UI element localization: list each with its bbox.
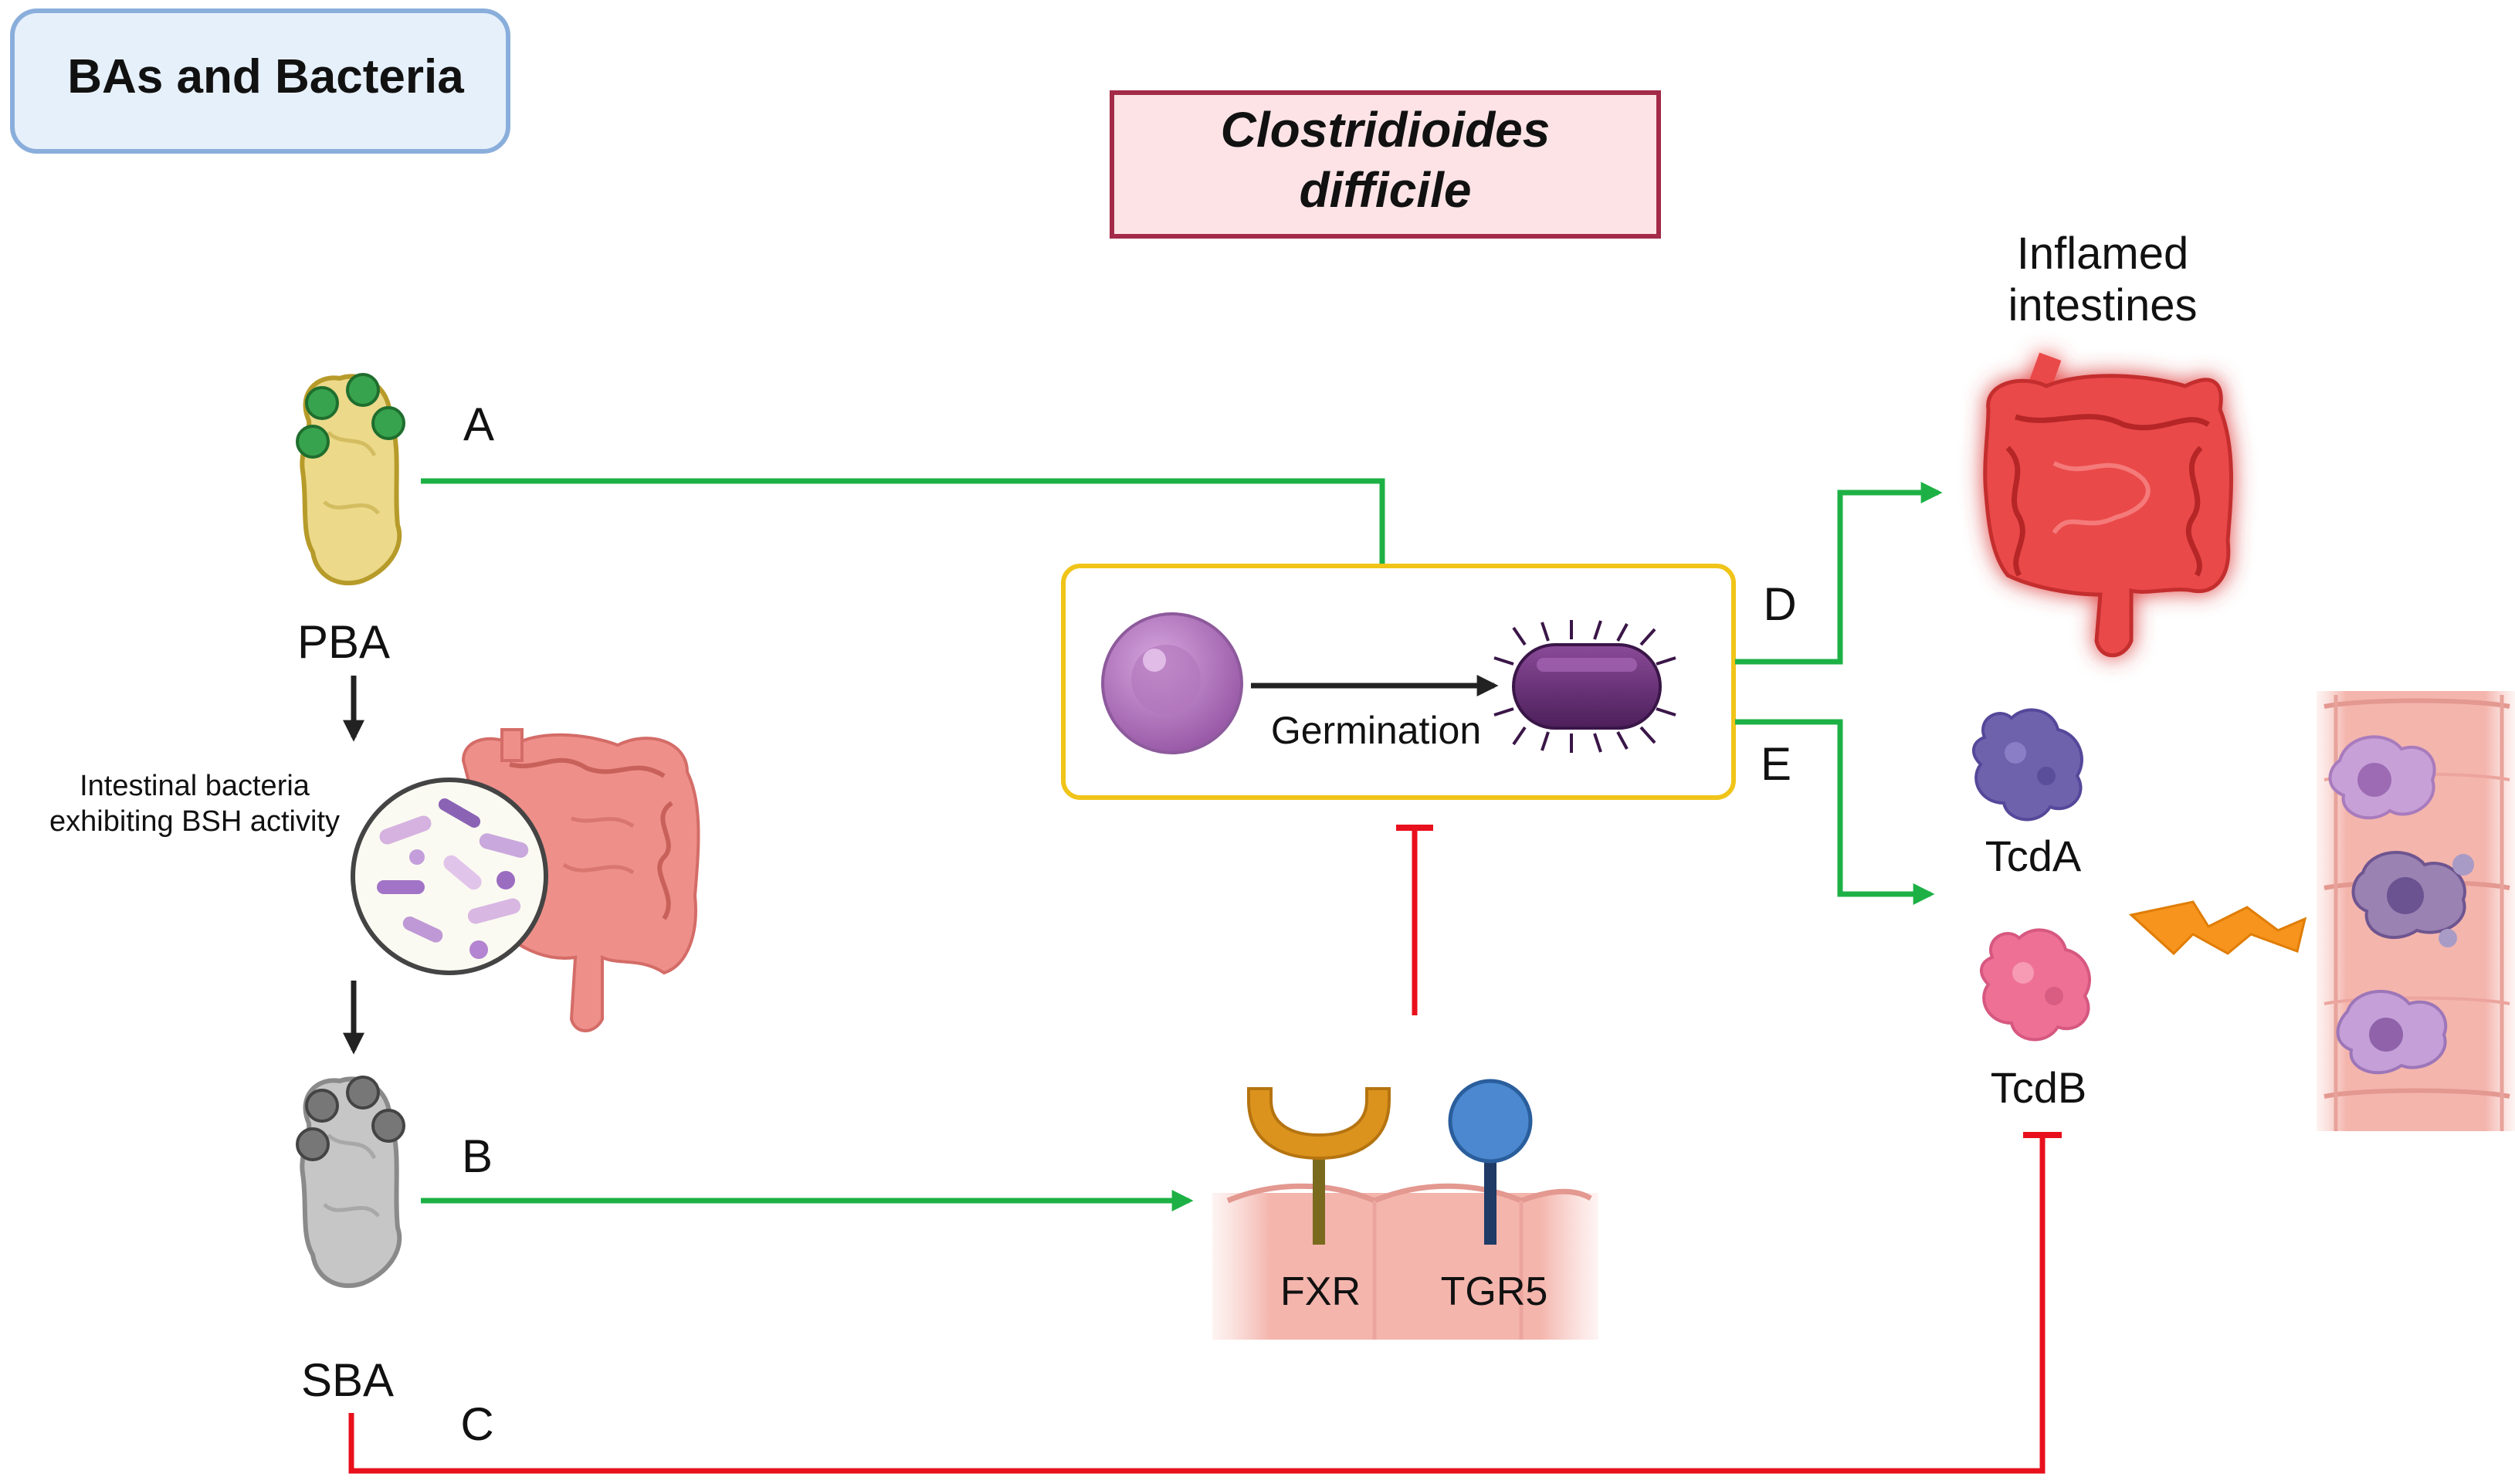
sba-molecule-icon xyxy=(296,1076,405,1289)
vegetative-bacterium-icon xyxy=(1493,620,1676,753)
pathway-c-label: C xyxy=(460,1398,493,1450)
pba-molecule-icon xyxy=(296,373,405,586)
sba-label: SBA xyxy=(301,1354,394,1406)
germination-box: Germination xyxy=(1061,564,1736,800)
pathway-d-label: D xyxy=(1763,578,1796,630)
tgr5-label: TGR5 xyxy=(1441,1269,1548,1314)
damaged-epithelium-icon xyxy=(2317,691,2515,1131)
title-text: BAs and Bacteria xyxy=(67,50,464,103)
bsh-label-line2: exhibiting BSH activity xyxy=(49,805,340,838)
pba-label: PBA xyxy=(297,616,390,668)
pathway-b-label: B xyxy=(462,1130,493,1182)
pathway-a-label: A xyxy=(463,398,494,450)
pathway-c-inhibit xyxy=(348,1132,2062,1474)
title-box: BAs and Bacteria xyxy=(10,8,510,154)
tgr5-receptor-icon xyxy=(1448,1079,1533,1245)
intestine-icon xyxy=(461,728,700,1032)
tcda-label: TcdA xyxy=(1985,832,2082,880)
inflamed-label-line2: intestines xyxy=(2008,280,2197,330)
pathway-d-arrow xyxy=(1735,482,1943,665)
inflamed-intestine-icon xyxy=(1983,352,2233,658)
inflamed-label-line1: Inflamed xyxy=(2017,229,2188,279)
pathogen-name-line1: Clostridioides xyxy=(1221,102,1551,158)
gut-epithelium-icon xyxy=(1212,1183,1598,1340)
pathogen-box: Clostridioides difficile xyxy=(1110,90,1661,239)
pathogen-name-line2: difficile xyxy=(1300,162,1472,218)
tcda-toxin-icon xyxy=(1972,708,2083,822)
pathway-e-arrow xyxy=(1735,719,1935,905)
bsh-bacteria-magnifier-icon xyxy=(351,778,548,975)
pathway-e-label: E xyxy=(1761,738,1791,790)
damage-lightning-icon xyxy=(2128,900,2307,956)
fxr-label: FXR xyxy=(1280,1269,1361,1314)
spore-icon xyxy=(1101,612,1243,754)
germination-label: Germination xyxy=(1271,709,1481,752)
inhibit-fxr-to-germination xyxy=(1396,825,1433,1015)
fxr-receptor-icon xyxy=(1247,1087,1391,1245)
tcdb-label: TcdB xyxy=(1991,1063,2087,1112)
tcdb-toxin-icon xyxy=(1980,928,2091,1042)
bsh-label-line1: Intestinal bacteria xyxy=(80,770,310,802)
